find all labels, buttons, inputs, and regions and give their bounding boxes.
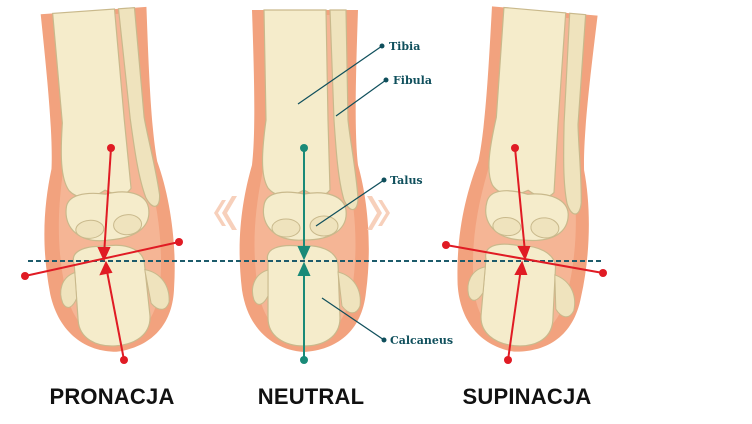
fibula-label: Fibula [393, 74, 432, 87]
annotation-leaders [297, 43, 389, 343]
supination-foot-illustration [449, 4, 609, 358]
pronation-foot-illustration [27, 5, 182, 357]
talus-label: Talus [390, 174, 423, 187]
tibia-label: Tibia [389, 40, 420, 53]
right-chevron-icon [367, 196, 390, 230]
neutral-label: NEUTRAL [257, 384, 365, 409]
pronation-label: PRONACJA [49, 384, 175, 409]
pronation-axis-lines [21, 144, 183, 364]
calcaneus-label: Calcaneus [390, 334, 453, 347]
supination-label: SUPINACJA [462, 384, 592, 409]
left-chevron-icon [214, 196, 237, 230]
neutral-axis-line [297, 144, 311, 364]
supination-axis-lines [442, 144, 607, 364]
